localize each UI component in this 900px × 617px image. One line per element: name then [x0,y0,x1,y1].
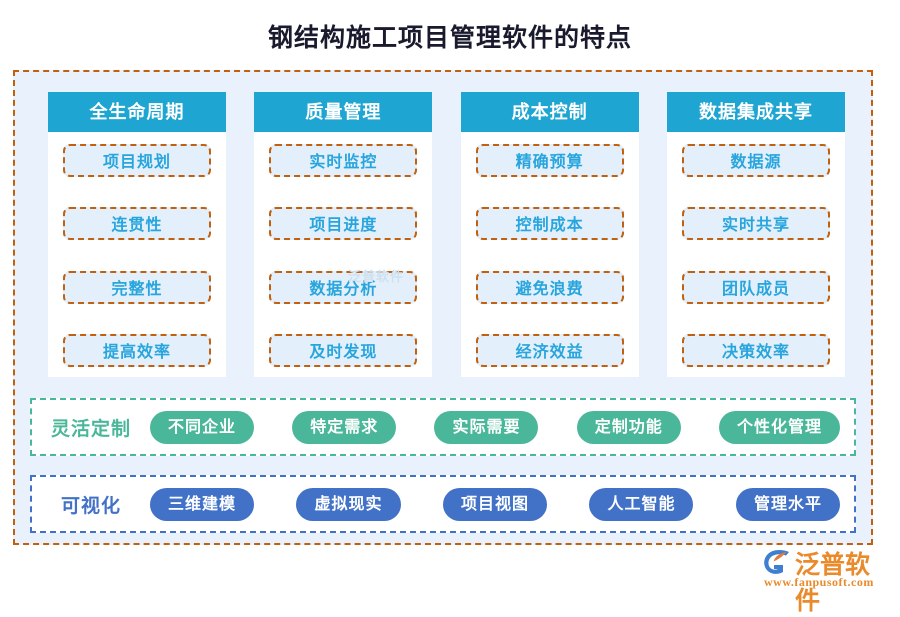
column-header: 质量管理 [254,92,433,132]
pill-item[interactable]: 不同企业 [150,410,255,444]
pill-group: 三维建模 虚拟现实 项目视图 人工智能 管理水平 [150,487,854,521]
chip-item[interactable]: 及时发现 [269,333,418,367]
pill-item[interactable]: 项目视图 [442,487,547,521]
logo-url: www.fanpusoft.com [764,575,874,589]
chip-item[interactable]: 实时共享 [681,207,830,241]
chip-item[interactable]: 连贯性 [63,207,211,241]
chip-item[interactable]: 决策效率 [681,333,830,367]
column-lifecycle: 全生命周期 项目规划 连贯性 完整性 提高效率 [48,92,226,377]
pill-group: 不同企业 特定需求 实际需要 定制功能 个性化管理 [150,410,854,444]
column-quality: 质量管理 实时监控 项目进度 数据分析 及时发现 [254,92,433,377]
column-header: 数据集成共享 [666,92,845,132]
pill-item[interactable]: 特定需求 [292,410,397,444]
row-label: 灵活定制 [50,418,131,440]
chip-item[interactable]: 项目规划 [63,144,211,177]
columns-container: 全生命周期 项目规划 连贯性 完整性 提高效率 质量管理 实时监控 项目进度 数… [48,92,845,377]
pill-item[interactable]: 人工智能 [589,487,694,521]
chip-item[interactable]: 项目进度 [269,207,418,241]
chip-item[interactable]: 精确预算 [475,144,624,177]
row-visualization: 可视化 三维建模 虚拟现实 项目视图 人工智能 管理水平 [30,475,856,533]
pill-item[interactable]: 三维建模 [150,487,255,521]
pill-item[interactable]: 个性化管理 [718,410,840,444]
column-body: 实时监控 项目进度 数据分析 及时发现 [254,132,433,377]
column-body: 项目规划 连贯性 完整性 提高效率 [48,132,226,377]
column-data-integration: 数据集成共享 数据源 实时共享 团队成员 决策效率 [666,92,845,377]
chip-item[interactable]: 数据分析 [269,270,418,304]
chip-item[interactable]: 完整性 [63,270,211,304]
chip-item[interactable]: 提高效率 [63,333,211,367]
chip-item[interactable]: 实时监控 [269,144,418,177]
pill-item[interactable]: 管理水平 [735,487,840,521]
chip-item[interactable]: 数据源 [681,144,830,177]
row-label: 可视化 [60,495,121,517]
column-header: 成本控制 [460,92,639,132]
chip-item[interactable]: 经济效益 [475,333,624,367]
pill-item[interactable]: 虚拟现实 [296,487,401,521]
pill-item[interactable]: 实际需要 [434,410,539,444]
chip-item[interactable]: 避免浪费 [475,270,624,304]
page-title: 钢结构施工项目管理软件的特点 [267,25,632,52]
column-body: 精确预算 控制成本 避免浪费 经济效益 [460,132,639,377]
column-cost: 成本控制 精确预算 控制成本 避免浪费 经济效益 [460,92,639,377]
row-flexible-customization: 灵活定制 不同企业 特定需求 实际需要 定制功能 个性化管理 [30,398,856,456]
fanpu-swoosh-icon [762,548,792,576]
column-body: 数据源 实时共享 团队成员 决策效率 [666,132,845,377]
brand-logo: 泛普软件 www.fanpusoft.com [762,545,890,615]
pill-item[interactable]: 定制功能 [576,410,681,444]
chip-item[interactable]: 控制成本 [475,207,624,241]
column-header: 全生命周期 [48,92,226,132]
chip-item[interactable]: 团队成员 [681,270,830,304]
